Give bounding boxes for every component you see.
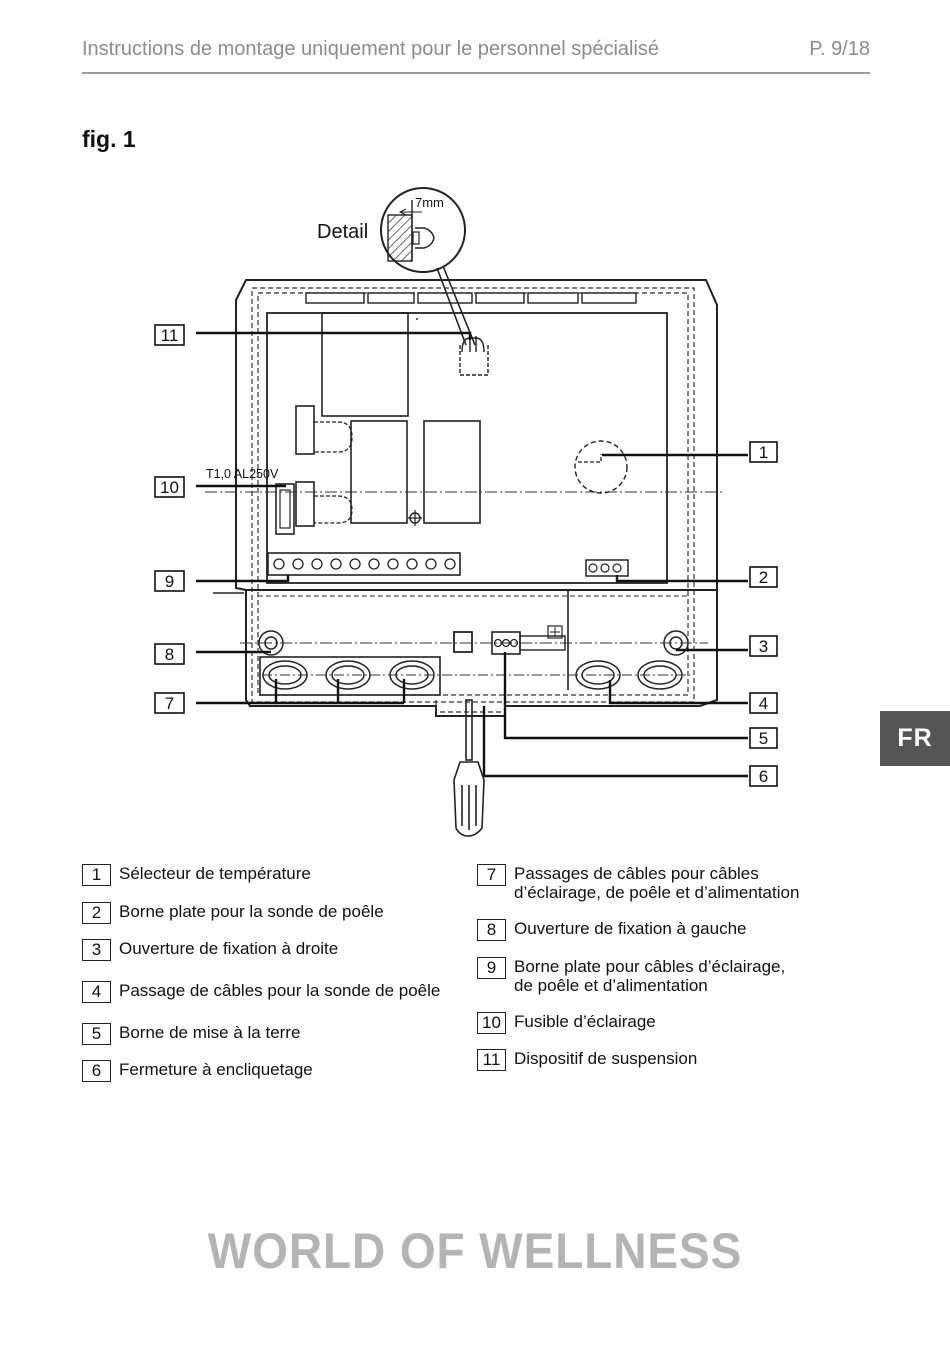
legend-text: Sélecteur de température: [119, 864, 311, 883]
callout-11: 11: [154, 324, 185, 346]
language-tab: FR: [880, 711, 950, 766]
legend-number: 4: [82, 981, 111, 1003]
legend-text: Borne plate pour câbles d’éclairage, de …: [514, 957, 786, 995]
footer-brand: WORLD OF WELLNESS: [207, 1223, 743, 1279]
legend-number: 6: [82, 1060, 111, 1082]
legend-number: 2: [82, 902, 111, 924]
svg-text:4: 4: [759, 694, 768, 713]
legend-item-1: 1 Sélecteur de température: [82, 864, 311, 886]
callout-6: 6: [749, 765, 778, 787]
terminal-strip: [267, 552, 461, 576]
screwdriver: [453, 699, 485, 837]
svg-text:3: 3: [759, 637, 768, 656]
housing-outline: [235, 279, 718, 717]
legend-item-5: 5 Borne de mise à la terre: [82, 1023, 300, 1045]
legend-number: 11: [477, 1049, 506, 1071]
fuse-label: T1,0 AL250V: [206, 467, 279, 481]
legend-text: Borne de mise à la terre: [119, 1023, 301, 1042]
legend-number: 9: [477, 957, 506, 979]
svg-text:11: 11: [161, 326, 179, 345]
callout-9: 9: [154, 570, 185, 592]
legend-number: 10: [477, 1012, 506, 1034]
legend-item-7: 7 Passages de câbles pour câbles d’éclai…: [477, 864, 799, 902]
legend-number: 7: [477, 864, 506, 886]
svg-text:6: 6: [759, 767, 768, 786]
legend-number: 5: [82, 1023, 111, 1045]
svg-text:9: 9: [165, 572, 174, 591]
legend-item-3: 3 Ouverture de fixation à droite: [82, 939, 338, 961]
legend-number: 3: [82, 939, 111, 961]
svg-text:10: 10: [160, 478, 179, 497]
figure-title: fig. 1: [82, 126, 136, 152]
vent-slots: [305, 292, 637, 304]
svg-text:1: 1: [759, 443, 768, 462]
legend-item-8: 8 Ouverture de fixation à gauche: [477, 919, 746, 941]
mounting-diagram: T1,0 AL250V: [154, 187, 778, 837]
legend-text: Passage de câbles pour la sonde de poêle: [119, 981, 441, 1000]
callout-3: 3: [749, 635, 778, 657]
callout-1: 1: [749, 441, 778, 463]
temperature-selector: [574, 440, 628, 494]
callout-2: 2: [749, 566, 778, 588]
callout-5: 5: [749, 727, 778, 749]
svg-text:2: 2: [759, 568, 768, 587]
svg-text:8: 8: [165, 645, 174, 664]
legend-text: Dispositif de suspension: [514, 1049, 698, 1068]
header-title: Instructions de montage uniquement pour …: [82, 38, 660, 60]
legend-item-10: 10 Fusible d’éclairage: [477, 1012, 656, 1034]
legend-text: Fusible d’éclairage: [514, 1012, 656, 1031]
legend-text: Fermeture à encliquetage: [119, 1060, 313, 1079]
detail-label: Detail: [317, 221, 368, 243]
detail-magnifier: 7mm Detail: [317, 187, 476, 346]
legend-text: Passages de câbles pour câbles d’éclaira…: [514, 864, 800, 902]
callout-8: 8: [154, 643, 185, 665]
callout-10: 10: [154, 476, 185, 498]
page-header: Instructions de montage uniquement pour …: [82, 36, 870, 74]
page-number: P. 9/18: [809, 38, 870, 60]
legend-item-4: 4 Passage de câbles pour la sonde de poê…: [82, 981, 440, 1003]
legend-text: Borne plate pour la sonde de poêle: [119, 902, 384, 921]
legend-text: Ouverture de fixation à gauche: [514, 919, 747, 938]
sensor-terminal: [585, 559, 629, 577]
callout-4: 4: [749, 692, 778, 714]
legend-item-6: 6 Fermeture à encliquetage: [82, 1060, 313, 1082]
detail-dimension: 7mm: [415, 195, 444, 210]
pcb-board: [266, 312, 668, 584]
legend-item-11: 11 Dispositif de suspension: [477, 1049, 697, 1071]
legend-item-9: 9 Borne plate pour câbles d’éclairage, d…: [477, 957, 785, 995]
legend-number: 1: [82, 864, 111, 886]
legend-number: 8: [477, 919, 506, 941]
callout-7: 7: [154, 692, 185, 714]
svg-text:7: 7: [165, 694, 174, 713]
svg-text:5: 5: [759, 729, 768, 748]
legend-text: Ouverture de fixation à droite: [119, 939, 339, 958]
legend-item-2: 2 Borne plate pour la sonde de poêle: [82, 902, 384, 924]
housing-inner-dashed: [251, 287, 695, 703]
